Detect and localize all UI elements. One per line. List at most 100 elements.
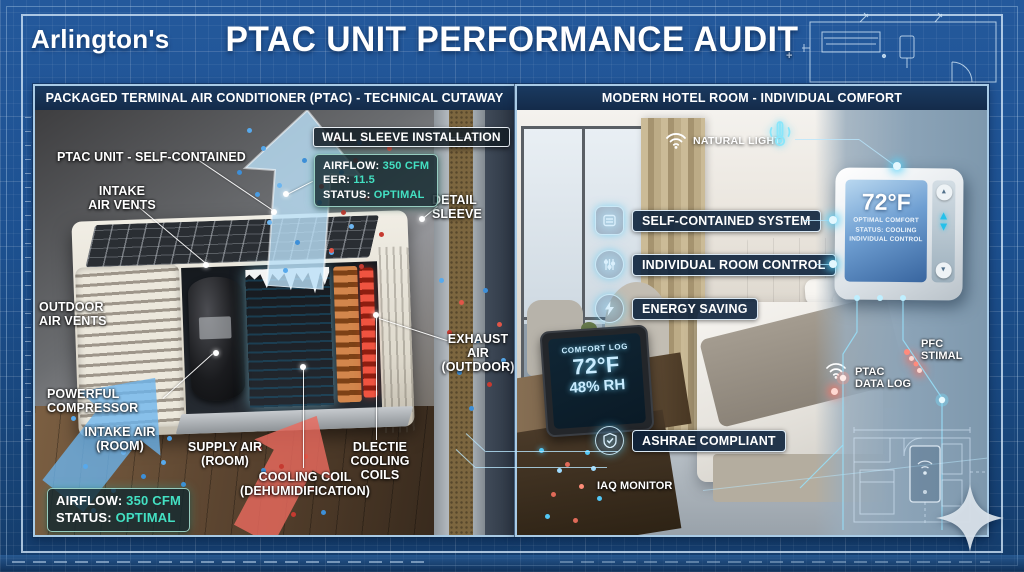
leader-dot bbox=[213, 350, 219, 356]
left-panel: PACKAGED TERMINAL AIR CONDITIONER (PTAC)… bbox=[33, 84, 516, 537]
page-title: PTAC UNIT PERFORMANCE AUDIT bbox=[225, 20, 799, 59]
feature-room-control: INDIVIDUAL ROOM CONTROL bbox=[595, 250, 836, 279]
iaq-monitor-label: IAQ MONITOR bbox=[597, 480, 673, 492]
thermostat-screen: 72°F OPTIMAL COMFORT STATUS: COOLING IND… bbox=[844, 179, 928, 283]
room-schematic-blueprint bbox=[802, 12, 997, 83]
feature-pill: INDIVIDUAL ROOM CONTROL bbox=[632, 253, 836, 276]
bottom-dashes bbox=[560, 561, 990, 563]
callout-ptac-unit: PTAC UNIT - SELF-CONTAINED bbox=[57, 150, 246, 164]
connector-node bbox=[829, 260, 837, 268]
airflow-row: AIRFLOW: 350 CFM bbox=[323, 160, 430, 172]
status-row: STATUS: OPTIMAL bbox=[56, 509, 176, 525]
window-mullion bbox=[582, 129, 585, 429]
connector-line bbox=[804, 220, 832, 222]
callout-powerful-compressor: POWERFUL COMPRESSOR bbox=[47, 387, 139, 415]
wall-sleeve-layer bbox=[434, 110, 449, 535]
edge-ruler-ticks bbox=[25, 110, 31, 440]
leader-dot bbox=[283, 191, 289, 197]
setpoint-arrows-icon: ▲▼ bbox=[937, 208, 950, 234]
status-row: STATUS: OPTIMAL bbox=[323, 188, 425, 201]
cool-air-particles bbox=[247, 128, 252, 133]
callout-electric-cooling-coils: DLECTIE COOLING COILS bbox=[350, 440, 410, 482]
iaq-particles bbox=[539, 448, 544, 453]
feature-self-contained: SELF-CONTAINED SYSTEM bbox=[595, 206, 821, 235]
connector-line bbox=[817, 264, 832, 266]
thermometer-icon bbox=[769, 121, 791, 147]
data-node-red bbox=[831, 388, 838, 395]
window-mullion bbox=[524, 317, 648, 320]
supply-particles bbox=[257, 446, 262, 451]
feature-pill: SELF-CONTAINED SYSTEM bbox=[632, 209, 821, 232]
connector-node bbox=[893, 162, 901, 170]
right-panel-body: COMFORT LOG 72°F 48% RH 72°F OPTIMAL COM… bbox=[517, 110, 987, 535]
data-node-red bbox=[909, 356, 914, 361]
thermostat-line1: OPTIMAL COMFORT bbox=[853, 216, 920, 225]
wall-sleeve-layer bbox=[473, 110, 485, 535]
airflow-stats-badge: AIRFLOW: 350 CFM EER: 11.5 STATUS: OPTIM… bbox=[314, 154, 439, 207]
leader-line bbox=[376, 316, 378, 440]
feature-energy-saving: ENERGY SAVING bbox=[595, 294, 758, 323]
leader-dot bbox=[203, 262, 209, 268]
smart-device-icon bbox=[909, 445, 941, 503]
ptac-end-vents bbox=[378, 245, 419, 434]
callout-detail-sleeve: DETAIL SLEEVE bbox=[432, 193, 482, 221]
leader-dot bbox=[271, 209, 277, 215]
thermostat-line3: INDIVIDUAL CONTROL bbox=[849, 235, 923, 244]
supply-air-arrow bbox=[233, 415, 333, 535]
thermostat-buttons: ▲ ▲▼ ▼ bbox=[931, 180, 956, 283]
ptac-device-icon bbox=[595, 206, 624, 235]
leader-dot bbox=[419, 216, 425, 222]
right-panel: MODERN HOTEL ROOM - INDIVIDUAL COMFORT bbox=[515, 84, 989, 537]
left-panel-body: PTAC UNIT - SELF-CONTAINED INTAKE AIR VE… bbox=[35, 110, 514, 535]
ptac-data-log-label: PTAC DATA LOG bbox=[855, 366, 912, 391]
eer-row: EER: 11.5 bbox=[323, 174, 375, 187]
connector-line bbox=[486, 451, 618, 453]
connector-node bbox=[829, 216, 837, 224]
cross-mark: + bbox=[786, 50, 793, 62]
left-panel-title: PACKAGED TERMINAL AIR CONDITIONER (PTAC)… bbox=[35, 86, 514, 111]
pfc-stimal-label: PFC STIMAL bbox=[921, 338, 963, 363]
callout-intake-air-vents: INTAKE AIR VENTS bbox=[88, 184, 156, 212]
intake-air-arrow bbox=[42, 377, 161, 513]
sparkle-icon bbox=[936, 484, 1004, 552]
bottom-status-badge: AIRFLOW: 350 CFM STATUS: OPTIMAL bbox=[47, 488, 191, 532]
temp-down-button: ▼ bbox=[935, 262, 952, 279]
bottom-band bbox=[0, 555, 1024, 572]
feature-pill: ENERGY SAVING bbox=[632, 297, 758, 320]
callout-outdoor-air-vents: OUTDOOR AIR VENTS bbox=[39, 300, 107, 328]
wall-insulation-layer bbox=[449, 110, 473, 535]
airflow-row: AIRFLOW: 350 CFM bbox=[56, 493, 182, 508]
floor-plan-blueprint bbox=[853, 427, 988, 524]
temp-up-button: ▲ bbox=[935, 184, 952, 201]
feature-ashrae: ASHRAE COMPLIANT bbox=[595, 426, 786, 455]
comfort-log-tablet: COMFORT LOG 72°F 48% RH bbox=[539, 324, 655, 438]
wifi-icon bbox=[666, 133, 686, 149]
connector-line bbox=[476, 467, 607, 469]
shield-check-icon bbox=[595, 426, 624, 455]
callout-wall-sleeve: WALL SLEEVE INSTALLATION bbox=[313, 127, 510, 147]
exhaust-particles bbox=[439, 278, 444, 283]
feature-pill: ASHRAE COMPLIANT bbox=[632, 429, 786, 452]
right-panel-title: MODERN HOTEL ROOM - INDIVIDUAL COMFORT bbox=[517, 86, 987, 111]
outdoor-side-layer bbox=[485, 110, 514, 535]
leader-dot bbox=[300, 364, 306, 370]
callout-intake-air-room: INTAKE AIR (ROOM) bbox=[84, 425, 156, 453]
callout-exhaust-air: EXHAUST AIR (OUTDOOR) bbox=[441, 332, 514, 374]
leader-dot bbox=[373, 312, 379, 318]
tablet-screen: COMFORT LOG 72°F 48% RH bbox=[547, 332, 647, 430]
room-control-icon bbox=[595, 250, 624, 279]
main-frame bbox=[21, 14, 1003, 553]
leader-line bbox=[303, 368, 305, 468]
intake-particles bbox=[71, 416, 76, 421]
wifi-icon bbox=[826, 363, 846, 379]
callout-cooling-coil: COOLING COIL (DEHUMIDIFICATION) bbox=[239, 470, 371, 498]
callout-supply-air-room: SUPPLY AIR (ROOM) bbox=[187, 440, 263, 468]
thermostat-temperature: 72°F bbox=[861, 188, 911, 216]
data-node-red bbox=[917, 368, 922, 373]
natural-light-label: NATURAL LIGHT bbox=[693, 135, 782, 147]
bottom-dashes bbox=[12, 561, 432, 563]
brand-logo: Arlington's bbox=[31, 24, 170, 54]
compressor bbox=[187, 275, 246, 402]
lightning-icon bbox=[595, 294, 624, 323]
